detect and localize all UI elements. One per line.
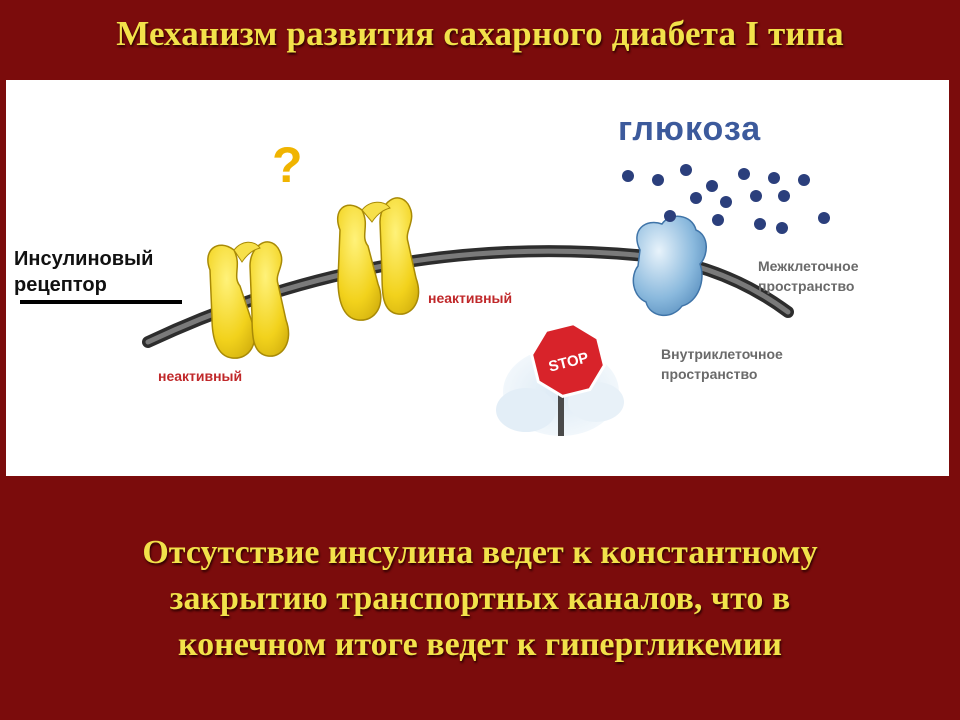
inactive-label-2: неактивный [428,290,513,306]
stop-sign [496,322,624,436]
receptor-label: Инсулиновый рецептор [14,246,153,298]
question-mark: ? [272,137,303,193]
glucose-transport-channel [632,215,707,316]
intracellular-space-label: Внутриклеточное пространство [661,344,783,384]
diagram-panel: STOP ? Инсулиновый рецептор неактивный н… [6,80,949,476]
insulin-receptor-1 [207,241,290,359]
intracellular-line2: пространство [661,366,758,382]
intracellular-line1: Внутриклеточное [661,346,783,362]
extracellular-space-label: Межклеточное пространство [758,256,858,296]
caption-line1: Отсутствие инсулина ведет к константному [142,534,818,571]
slide-title: Механизм развития сахарного диабета I ти… [116,14,844,53]
diagram-canvas: STOP [142,164,830,436]
extracellular-line2: пространство [758,278,855,294]
inactive-label-1: неактивный [158,368,243,384]
receptor-label-line1: Инсулиновый [14,248,154,270]
glucose-label: глюкоза [618,110,762,148]
caption-line3: конечном итоге ведет к гипергликемии [178,626,782,663]
caption-text: Отсутствие инсулина ведет к константному… [20,530,940,668]
caption-line2: закрытию транспортных каналов, что в [169,580,791,617]
extracellular-line1: Межклеточное [758,258,859,274]
receptor-pointer-line [20,300,182,304]
glucose-molecules [622,164,830,234]
receptor-label-line2: рецептор [14,274,107,296]
insulin-receptor-2 [337,197,420,321]
